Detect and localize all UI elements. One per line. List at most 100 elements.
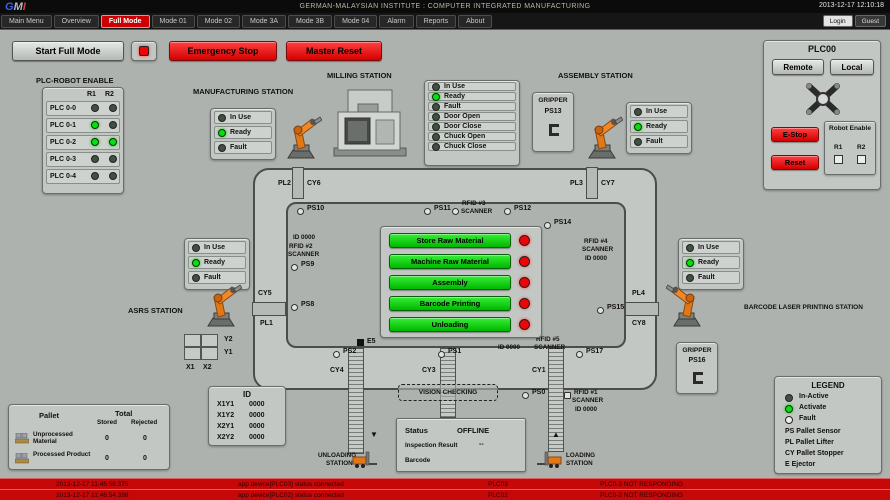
start-full-mode-button[interactable]: Start Full Mode [12,41,124,61]
alarm-row[interactable]: 2013-12-17 11:46:54.398 app device[PLC02… [0,489,890,500]
status-row: Door Close [428,122,516,131]
tag-cy7: CY7 [601,180,615,187]
lamp-label: In Use [646,108,668,115]
fault-lamp [218,143,226,152]
pallet-sensor-ps9 [291,264,298,271]
id-row-label: X2Y1 [217,423,235,430]
store-raw-material-button[interactable]: Store Raw Material [389,233,511,248]
loading-conveyor [548,348,564,452]
pallet-sensor-ps11 [424,208,431,215]
tag-rfid4-id: ID 0000 [585,255,608,262]
status-row: In Use [630,105,688,118]
tag-rfid1-id: ID 0000 [575,406,598,413]
status-row: Fault [682,271,740,284]
unprocessed-stored-value: 0 [105,435,109,442]
tag-ps10: PS10 [307,205,325,212]
r2-label: R2 [857,144,866,151]
plc-lamp-r2 [109,121,117,129]
ready-lamp [432,92,440,101]
gmi-logo: GMI [5,1,26,13]
alarm-time: 2013-12-17 11:46:58.375 [56,480,129,488]
plc00-estop-button[interactable]: E-Stop [771,127,819,142]
asrs-station-label: ASRS STATION [128,306,183,315]
rfid1-indicator [564,392,571,399]
lamp-label: Ready [204,259,226,266]
menu-bar: Main Menu Overview Full Mode Mode 01 Mod… [0,13,890,30]
ready-lamp [686,258,694,267]
id-row-value: 0000 [249,412,265,419]
login-button[interactable]: Login [822,15,853,27]
legend-inactive-lamp [785,394,793,402]
menu-reports[interactable]: Reports [415,15,457,28]
local-button[interactable]: Local [830,59,874,75]
tag-rfid5: RFID #5 [536,336,560,343]
tag-ps8: PS8 [301,301,315,308]
alarm-device: PLC02 [488,491,508,499]
pallet-sensor-ps8 [291,304,298,311]
inspection-label: Inspection Result [405,442,458,449]
menu-mode-04[interactable]: Mode 04 [334,15,378,28]
ready-lamp [218,128,226,137]
gripper-ps-label: PS13 [544,108,562,115]
menu-main-menu[interactable]: Main Menu [1,15,52,28]
emergency-stop-button[interactable]: Emergency Stop [169,41,277,61]
col-r2: R2 [105,91,114,98]
plc-robot-enable-panel: R1 R2 PLC 0-0 PLC 0-1 PLC 0-2 PLC 0-3 PL… [42,87,124,194]
alarm-message: app device[PLC03] status connected [238,480,344,488]
loading-station-label: LOADING [566,452,596,459]
unloading-button[interactable]: Unloading [389,317,511,332]
tag-pl4: PL4 [632,290,645,297]
processed-stored-value: 0 [105,455,109,462]
legend-note-cy: CY Pallet Stopper [785,450,844,457]
remote-button[interactable]: Remote [772,59,824,75]
menu-full-mode[interactable]: Full Mode [100,15,150,28]
status-row: Door Open [428,112,516,121]
door-close-lamp [432,122,440,131]
alarm-time: 2013-12-17 11:46:54.398 [56,491,129,499]
row-label-processed: Processed Product [33,451,91,458]
status-row: In Use [188,241,246,254]
status-row: Fault [214,141,272,154]
loading-station-label2: STATION [566,460,593,467]
plc00-reset-button[interactable]: Reset [771,155,819,170]
assembly-lamp [519,277,530,288]
r2-square-lamp [857,155,866,164]
r1-square-lamp [834,155,843,164]
plc-row-label: PLC 0-0 [50,105,77,112]
status-row: Ready [428,92,516,101]
app-title: GERMAN-MALAYSIAN INSTITUTE : COMPUTER IN… [299,3,591,10]
plc-lamp-r2 [109,104,117,112]
unprocessed-rejected-value: 0 [143,435,147,442]
unloading-station-label2: STATION [326,460,353,467]
id-row-label: X1Y2 [217,412,235,419]
status-row: Ready [682,256,740,269]
gripper-title: GRIPPER [538,97,568,104]
status-row: Fault [630,135,688,148]
barcode-printing-button[interactable]: Barcode Printing [389,296,511,311]
ready-lamp [192,258,200,267]
alarm-row[interactable]: 2013-12-17 11:46:58.375 app device[PLC03… [0,478,890,489]
menu-mode-01[interactable]: Mode 01 [151,15,195,28]
loader-robot-icon [352,450,378,468]
inspection-value: -- [479,441,484,448]
master-reset-button[interactable]: Master Reset [286,41,382,61]
milling-station-label: MILLING STATION [327,71,392,80]
menu-alarm[interactable]: Alarm [379,15,414,28]
barcode-station-label: BARCODE LASER PRINTING STATION [744,304,863,311]
plc-lamp-r1 [91,104,99,112]
tag-rfid4-scanner: SCANNER [582,246,614,253]
machine-raw-material-button[interactable]: Machine Raw Material [389,254,511,269]
menu-mode-3b[interactable]: Mode 3B [288,15,333,28]
assembly-button[interactable]: Assembly [389,275,511,290]
guest-button[interactable]: Guest [854,15,886,27]
legend-panel: LEGEND In-Active Activate Fault PS Palle… [774,376,882,474]
fault-lamp [192,273,200,282]
menu-about[interactable]: About [458,15,493,28]
plc-row-label: PLC 0-1 [50,122,77,129]
tag-rfid2: RFID #2 [289,243,313,250]
menu-mode-02[interactable]: Mode 02 [196,15,240,28]
menu-overview[interactable]: Overview [53,15,99,28]
menu-mode-3a[interactable]: Mode 3A [242,15,287,28]
plc-lamp-r1 [91,121,99,129]
